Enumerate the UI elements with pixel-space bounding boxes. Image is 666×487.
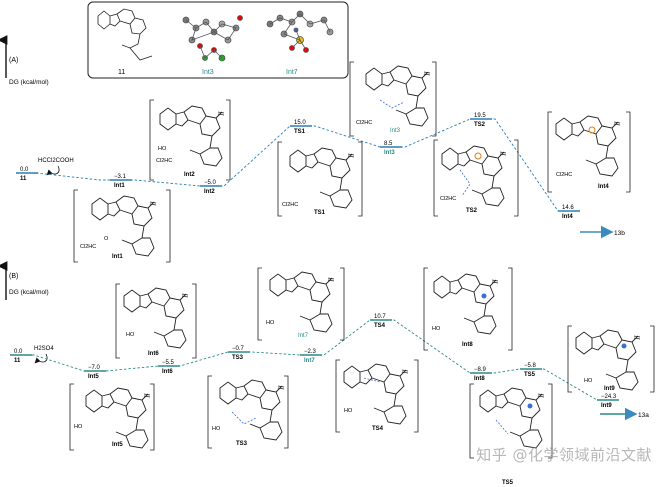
- levels-b: 0.011−7.0Int5−5.5Int6−0.7TS3−2.3Int710.7…: [10, 314, 619, 409]
- struct-ts1: Cl2HC TS1: [277, 141, 363, 217]
- panel-a-axis-label: DG (kcal/mol): [9, 79, 49, 86]
- label-int8: Int8: [462, 342, 473, 348]
- panel-b-label: (B): [9, 273, 18, 280]
- b-label-ts4: TS4: [374, 323, 386, 329]
- b-value-int9: −24.3: [601, 394, 617, 400]
- svg-text:Cl2HC: Cl2HC: [80, 244, 96, 250]
- inset-box: [87, 1, 349, 79]
- a-label-ts1: TS1: [294, 129, 306, 135]
- struct-int8: HO Int8: [423, 267, 513, 351]
- b-value-ts4: 10.7: [374, 314, 386, 320]
- b-label-int8: Int8: [474, 376, 485, 382]
- svg-text:O: O: [104, 236, 109, 242]
- label-int6: Int6: [148, 351, 159, 357]
- svg-text:HO: HO: [266, 320, 275, 326]
- b-label-11: 11: [14, 358, 21, 364]
- a-value-11: 0.0: [20, 167, 29, 173]
- b-value-int5: −7.0: [88, 365, 101, 371]
- a-value-int4: 14.6: [562, 205, 574, 211]
- a-value-int2: −5.0: [204, 180, 217, 186]
- b-label-int6: Int6: [162, 369, 173, 375]
- label-int2: Int2: [184, 172, 195, 178]
- a-value-ts2: 19.5: [474, 113, 486, 119]
- b-label-ts3: TS3: [232, 355, 244, 361]
- label-ts1: TS1: [314, 210, 326, 216]
- panel-b-axis-label: DG (kcal/mol): [9, 289, 49, 296]
- b-value-int7: −2.3: [304, 349, 317, 355]
- svg-text:Cl2HC: Cl2HC: [282, 202, 298, 208]
- label-int5: Int5: [112, 442, 123, 448]
- svg-text:HO: HO: [212, 426, 221, 432]
- struct-int4: Cl2HC Int4: [547, 111, 631, 193]
- b-value-ts5: −5.8: [524, 363, 537, 369]
- a-label-11: 11: [20, 176, 27, 182]
- b-label-int5: Int5: [88, 374, 99, 380]
- inset-label-int3: Int3: [202, 69, 214, 76]
- struct-ts5: TS5: [469, 383, 553, 486]
- panel-a: 11 Int3 Int7 (A) DG (kcal/mol) HC: [0, 1, 631, 263]
- a-label-int4: Int4: [562, 214, 573, 220]
- struct-int9: HO Int9: [567, 325, 655, 393]
- b-label-int7: Int7: [304, 358, 315, 364]
- svg-text:HO: HO: [126, 332, 135, 338]
- struct-int3: Cl2HC Int3: [349, 61, 437, 137]
- reagent-b: H2SO4: [34, 346, 54, 352]
- svg-text:Cl2HC: Cl2HC: [356, 120, 372, 126]
- label-ts4: TS4: [372, 426, 384, 432]
- struct-int5: HO Int5: [69, 383, 155, 451]
- b-value-int8: −8.9: [474, 367, 487, 373]
- label-int3: Int3: [390, 128, 401, 134]
- reagent-a: HCCl2COOH: [38, 158, 74, 164]
- int3-3d-model: [182, 15, 243, 62]
- svg-text:HO: HO: [584, 378, 593, 384]
- b-label-int9: Int9: [601, 403, 612, 409]
- a-label-int1: Int1: [114, 183, 125, 189]
- svg-text:Cl2HC: Cl2HC: [440, 196, 456, 202]
- struct-int7: HO Int7: [257, 267, 345, 341]
- levels-a: 0.011−3.1Int1−5.0Int215.0TS18.5Int319.5T…: [16, 113, 580, 220]
- int7-3d-model: [266, 10, 334, 53]
- b-value-ts3: −0.7: [232, 346, 245, 352]
- label-int7: Int7: [298, 333, 309, 339]
- b-value-11: 0.0: [14, 349, 23, 355]
- svg-text:HO: HO: [432, 326, 441, 332]
- a-value-ts1: 15.0: [294, 120, 306, 126]
- a-label-int2: Int2: [204, 189, 215, 195]
- label-ts5: TS5: [502, 480, 514, 486]
- struct-int2: HO Cl2HC Int2: [149, 99, 231, 181]
- b-label-ts5: TS5: [524, 372, 536, 378]
- panel-a-label: (A): [9, 57, 18, 64]
- product-a: 13b: [614, 230, 625, 237]
- inset-label-int7: Int7: [286, 69, 298, 76]
- svg-text:HO: HO: [158, 146, 167, 152]
- inset-label-11: 11: [118, 69, 125, 76]
- label-int1: Int1: [112, 254, 123, 260]
- struct-int1: O Cl2HC Int1: [73, 189, 171, 263]
- svg-text:Cl2HC: Cl2HC: [556, 172, 572, 178]
- svg-text:Cl2HC: Cl2HC: [156, 158, 172, 164]
- a-label-ts2: TS2: [474, 122, 486, 128]
- profile-path-b: [14, 319, 620, 401]
- label-int9: Int9: [604, 386, 615, 392]
- svg-text:HO: HO: [74, 424, 83, 430]
- panel-b: (B) DG (kcal/mol) H2SO4 13a 0.011−7.0Int…: [0, 261, 655, 486]
- a-value-int3: 8.5: [384, 141, 393, 147]
- profile-path-a: [35, 118, 580, 212]
- a-value-int1: −3.1: [114, 174, 127, 180]
- label-ts3: TS3: [236, 441, 248, 447]
- watermark: 知乎 @化学领域前沿文献: [476, 446, 652, 464]
- b-value-int6: −5.5: [162, 360, 175, 366]
- svg-text:HO: HO: [344, 408, 353, 414]
- label-int4: Int4: [598, 184, 609, 190]
- product-b: 13a: [638, 412, 649, 419]
- a-label-int3: Int3: [384, 150, 395, 156]
- label-ts2: TS2: [466, 208, 478, 214]
- struct-ts2: Cl2HC TS2: [433, 139, 519, 217]
- struct-ts4: HO TS4: [335, 359, 419, 433]
- struct-ts3: HO TS3: [207, 375, 289, 449]
- struct-int6: HO Int6: [115, 283, 197, 359]
